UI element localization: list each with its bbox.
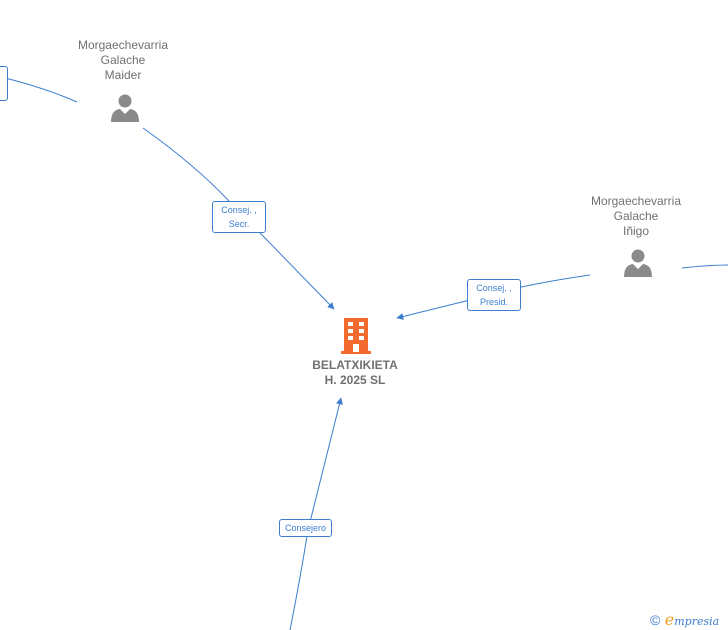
edge-maider-company	[142, 127, 335, 310]
brand-logo-e: e	[664, 610, 675, 629]
person-icon[interactable]	[623, 248, 653, 278]
person-name-line: Iñigo	[622, 224, 650, 238]
company-label[interactable]: BELATXIKIETA H. 2025 SL	[290, 358, 420, 388]
edge-offscreen-left	[4, 77, 78, 103]
edge-bottom-company	[289, 397, 343, 630]
person-icon[interactable]	[110, 93, 140, 123]
edge-offscreen-right	[681, 264, 728, 269]
person-name-line: Morgaechevarria	[590, 194, 682, 208]
person-label-maider[interactable]: Morgaechevarria Galache Maider	[62, 38, 184, 83]
edge-label-line: Secr.	[228, 219, 250, 229]
person-name-line: Galache	[100, 53, 146, 67]
copyright-icon: ©	[650, 612, 661, 628]
edge-label-line: Presid.	[479, 297, 508, 307]
edge-label-secr[interactable]: Consej. , Secr.	[212, 201, 266, 233]
person-name-line: Galache	[613, 209, 659, 223]
person-label-inigo[interactable]: Morgaechevarria Galache Iñigo	[575, 194, 697, 239]
brand-logo-text: mpresia	[674, 615, 720, 628]
edge-label-line: Consej. ,	[476, 283, 512, 293]
person-name-line: Maider	[104, 68, 142, 82]
edge-label-consejero[interactable]: Consejero	[279, 519, 333, 537]
company-name-line: BELATXIKIETA	[312, 358, 398, 372]
edge-label-line: Consejero	[285, 523, 327, 533]
person-name-line: Morgaechevarria	[77, 38, 169, 52]
company-name-line: H. 2025 SL	[324, 373, 386, 387]
edge-label-line: Consej. ,	[221, 205, 257, 215]
edge-label-offscreen[interactable]	[0, 66, 8, 101]
edge-label-presid[interactable]: Consej. , Presid.	[467, 279, 521, 311]
brand-logo: © empresia	[650, 610, 720, 629]
building-icon[interactable]	[341, 318, 371, 354]
